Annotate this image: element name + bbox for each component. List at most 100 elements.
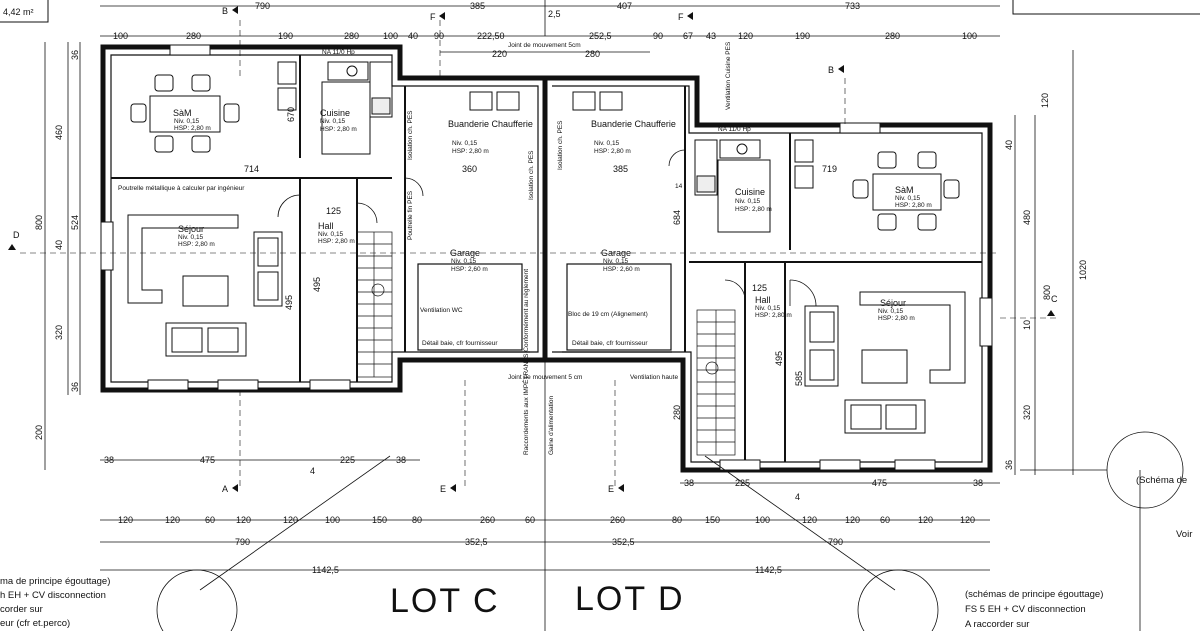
svg-text:Isolation ch. PES: Isolation ch. PES <box>407 110 414 160</box>
svg-text:HSP: 2,80 m: HSP: 2,80 m <box>320 126 357 133</box>
svg-text:Hall: Hall <box>318 221 334 231</box>
svg-text:40: 40 <box>1004 140 1014 150</box>
svg-text:120: 120 <box>845 515 860 525</box>
svg-text:HSP: 2,80 m: HSP: 2,80 m <box>895 202 932 209</box>
room-label-cuisine-c: Cuisine Niv. 0,15 HSP: 2,80 m <box>320 108 357 133</box>
svg-text:120: 120 <box>960 515 975 525</box>
room-label-sejour-c: Séjour Niv. 0,15 HSP: 2,80 m <box>178 224 215 248</box>
bottom-dim-labels: 38 475 225 38 38 225 475 38 120 120 60 1… <box>104 455 983 575</box>
svg-text:190: 190 <box>795 31 810 41</box>
svg-text:Niv. 0,15: Niv. 0,15 <box>603 258 629 265</box>
svg-text:280: 280 <box>585 49 600 59</box>
svg-text:A: A <box>222 484 228 494</box>
svg-text:150: 150 <box>705 515 720 525</box>
svg-text:corder sur: corder sur <box>0 604 43 615</box>
svg-text:Niv. 0,15: Niv. 0,15 <box>878 308 904 315</box>
svg-text:4: 4 <box>310 466 315 476</box>
svg-text:14: 14 <box>675 183 683 190</box>
svg-text:Garage: Garage <box>450 248 480 258</box>
svg-text:40: 40 <box>408 31 418 41</box>
laundry-fixtures <box>469 91 623 111</box>
svg-text:(schémas de principe égouttage: (schémas de principe égouttage) <box>965 589 1103 600</box>
svg-text:120: 120 <box>283 515 298 525</box>
right-dim-labels: 120 480 1020 800 10 320 36 40 <box>1004 93 1088 470</box>
svg-text:125: 125 <box>326 206 341 216</box>
room-label-hall-c: Hall Niv. 0,15 HSP: 2,80 m <box>318 221 355 245</box>
interior-walls-lot-c <box>111 55 406 382</box>
svg-text:Poutrelle fin PES: Poutrelle fin PES <box>407 190 414 240</box>
svg-text:Cuisine: Cuisine <box>735 187 765 197</box>
svg-text:120: 120 <box>802 515 817 525</box>
svg-text:Niv. 0,15: Niv. 0,15 <box>452 140 478 147</box>
svg-text:SàM: SàM <box>173 108 192 118</box>
svg-text:4: 4 <box>795 492 800 502</box>
svg-text:407: 407 <box>617 1 632 11</box>
svg-text:733: 733 <box>845 1 860 11</box>
door-swings <box>277 149 817 307</box>
svg-text:670: 670 <box>286 107 296 122</box>
svg-text:280: 280 <box>672 405 682 420</box>
area-label: 4,42 m² <box>3 7 34 17</box>
svg-text:Niv. 0,15: Niv. 0,15 <box>755 305 781 312</box>
staircase-lot-d <box>696 309 736 456</box>
svg-text:460: 460 <box>54 125 64 140</box>
svg-text:Séjour: Séjour <box>880 298 906 308</box>
svg-text:Niv. 0,15: Niv. 0,15 <box>318 231 344 238</box>
drainage-note-left: ma de principe égouttage) h EH + CV disc… <box>0 576 110 629</box>
svg-text:38: 38 <box>396 455 406 465</box>
exterior-walls <box>100 44 993 473</box>
svg-text:Détail baie, cfr fournisseur: Détail baie, cfr fournisseur <box>422 340 498 347</box>
kitchen-lot-c <box>277 61 393 155</box>
svg-text:790: 790 <box>235 537 250 547</box>
room-label-sam-c: SàM Niv. 0,15 HSP: 2,80 m <box>173 108 211 132</box>
svg-text:FS 5 EH + CV disconnection: FS 5 EH + CV disconnection <box>965 604 1086 615</box>
room-label-garage-c: Garage Niv. 0,15 HSP: 2,60 m <box>450 248 488 273</box>
svg-text:D: D <box>13 230 20 240</box>
svg-text:C: C <box>1051 294 1058 304</box>
svg-text:Buanderie Chaufferie: Buanderie Chaufferie <box>591 119 676 129</box>
svg-text:Garage: Garage <box>601 248 631 258</box>
svg-text:Niv. 0,15: Niv. 0,15 <box>320 118 346 125</box>
interior-dimension-labels: 714 360 125 495 495 670 719 385 125 495 … <box>244 107 837 420</box>
svg-text:225: 225 <box>735 478 750 488</box>
svg-text:100: 100 <box>383 31 398 41</box>
svg-text:F: F <box>678 12 684 22</box>
room-label-sam-d: SàM Niv. 0,15 HSP: 2,80 m <box>895 185 932 209</box>
svg-text:475: 475 <box>872 478 887 488</box>
svg-text:Buanderie Chaufferie: Buanderie Chaufferie <box>448 119 533 129</box>
lot-d-title: LOT D <box>575 580 685 618</box>
svg-text:38: 38 <box>104 455 114 465</box>
svg-text:67: 67 <box>683 31 693 41</box>
svg-text:NA 11/0 Hp: NA 11/0 Hp <box>718 126 751 133</box>
room-label-buanderie-d: Buanderie Chaufferie Niv. 0,15 HSP: 2,80… <box>591 119 676 155</box>
svg-text:120: 120 <box>1040 93 1050 108</box>
svg-text:120: 120 <box>918 515 933 525</box>
svg-text:260: 260 <box>480 515 495 525</box>
svg-text:585: 585 <box>794 371 804 386</box>
svg-text:200: 200 <box>34 425 44 440</box>
svg-text:120: 120 <box>236 515 251 525</box>
svg-text:150: 150 <box>372 515 387 525</box>
living-furniture-lot-d <box>804 291 966 434</box>
svg-text:90: 90 <box>434 31 444 41</box>
svg-text:1020: 1020 <box>1078 260 1088 280</box>
section-markers: B F F B A E E D C 4 4 <box>8 6 1058 502</box>
svg-text:475: 475 <box>200 455 215 465</box>
svg-text:Isolation ch. PES: Isolation ch. PES <box>557 120 564 170</box>
svg-text:B: B <box>222 6 228 16</box>
svg-text:495: 495 <box>774 351 784 366</box>
kitchen-lot-d <box>694 139 814 233</box>
svg-text:495: 495 <box>312 277 322 292</box>
svg-text:Bloc de 19 cm (Alignement): Bloc de 19 cm (Alignement) <box>568 311 648 318</box>
svg-text:Ventilation WC: Ventilation WC <box>420 307 463 314</box>
svg-text:60: 60 <box>205 515 215 525</box>
voir-label: Voir <box>1176 529 1192 540</box>
svg-text:43: 43 <box>706 31 716 41</box>
svg-text:225: 225 <box>340 455 355 465</box>
area-box <box>0 0 49 23</box>
room-label-garage-d: Garage Niv. 0,15 HSP: 2,60 m <box>601 248 640 273</box>
svg-text:HSP: 2,80 m: HSP: 2,80 m <box>452 148 489 155</box>
svg-text:F: F <box>430 12 436 22</box>
room-label-buanderie-c: Buanderie Chaufferie Niv. 0,15 HSP: 2,80… <box>448 119 533 155</box>
